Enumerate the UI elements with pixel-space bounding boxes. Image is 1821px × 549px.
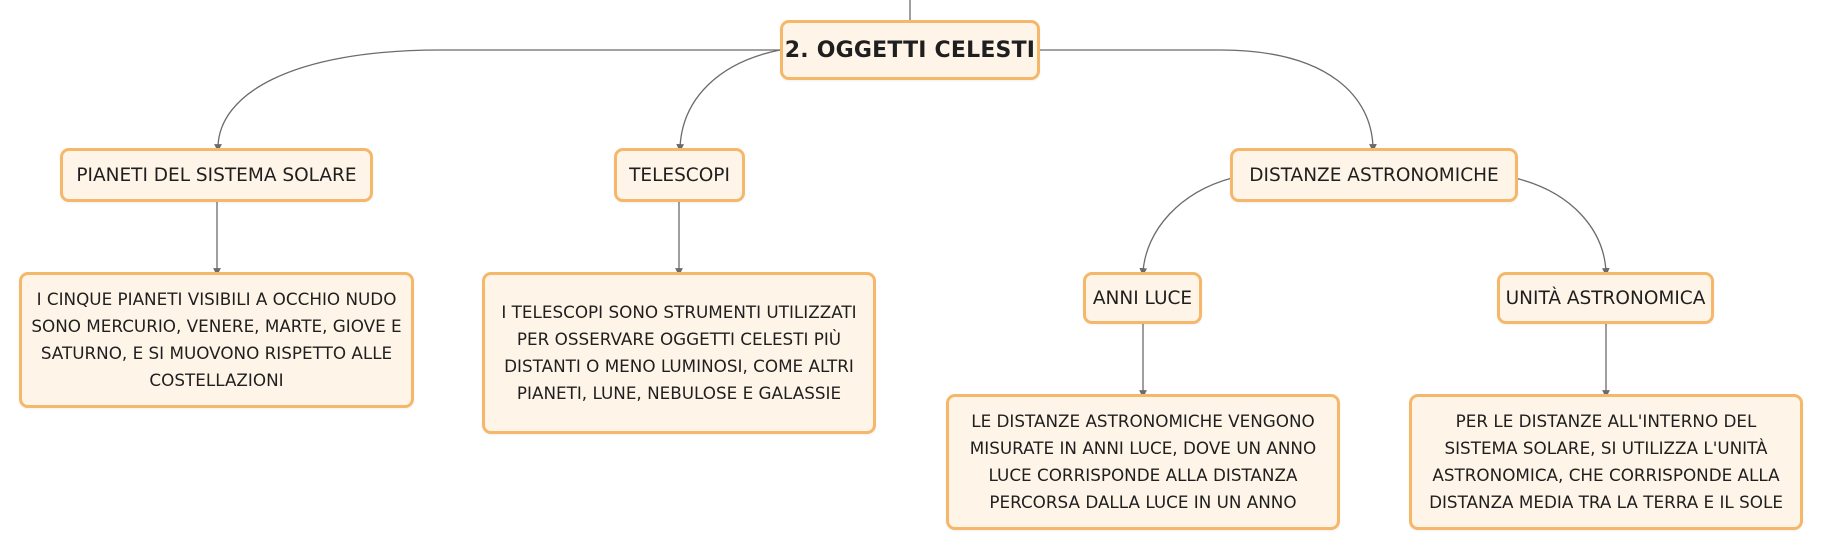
topic-node-distanze[interactable]: DISTANZE ASTRONOMICHE [1230, 148, 1518, 202]
connector-distanze-unita [1514, 177, 1610, 276]
subtopic-label: ANNI LUCE [1092, 287, 1193, 309]
connector-root-pianeti [214, 49, 780, 152]
topic-label: TELESCOPI [629, 164, 730, 186]
detail-node-unita-astronomica[interactable]: PER LE DISTANZE ALL'INTERNO DEL SISTEMA … [1409, 394, 1803, 530]
root-label: 2. OGGETTI CELESTI [784, 37, 1036, 63]
connector-root-distanze [1040, 49, 1377, 152]
connector-distanze-annuluce [1139, 177, 1233, 276]
topic-label: DISTANZE ASTRONOMICHE [1249, 164, 1499, 186]
subtopic-label: UNITÀ ASTRONOMICA [1505, 287, 1706, 309]
connector-root-telescopi [676, 49, 781, 152]
subtopic-node-anni-luce[interactable]: ANNI LUCE [1083, 272, 1202, 324]
detail-text: PER LE DISTANZE ALL'INTERNO DEL SISTEMA … [1429, 411, 1783, 512]
detail-text: LE DISTANZE ASTRONOMICHE VENGONO MISURAT… [969, 411, 1317, 512]
subtopic-node-unita-astronomica[interactable]: UNITÀ ASTRONOMICA [1497, 272, 1714, 324]
detail-text: I CINQUE PIANETI VISIBILI A OCCHIO NUDO … [31, 289, 402, 390]
detail-node-pianeti[interactable]: I CINQUE PIANETI VISIBILI A OCCHIO NUDO … [19, 272, 414, 408]
topic-label: PIANETI DEL SISTEMA SOLARE [76, 164, 357, 186]
detail-node-telescopi[interactable]: I TELESCOPI SONO STRUMENTI UTILIZZATI PE… [482, 272, 876, 434]
topic-node-pianeti[interactable]: PIANETI DEL SISTEMA SOLARE [60, 148, 373, 202]
detail-node-anni-luce[interactable]: LE DISTANZE ASTRONOMICHE VENGONO MISURAT… [946, 394, 1340, 530]
root-node[interactable]: 2. OGGETTI CELESTI [780, 20, 1040, 80]
topic-node-telescopi[interactable]: TELESCOPI [614, 148, 745, 202]
detail-text: I TELESCOPI SONO STRUMENTI UTILIZZATI PE… [501, 302, 857, 403]
